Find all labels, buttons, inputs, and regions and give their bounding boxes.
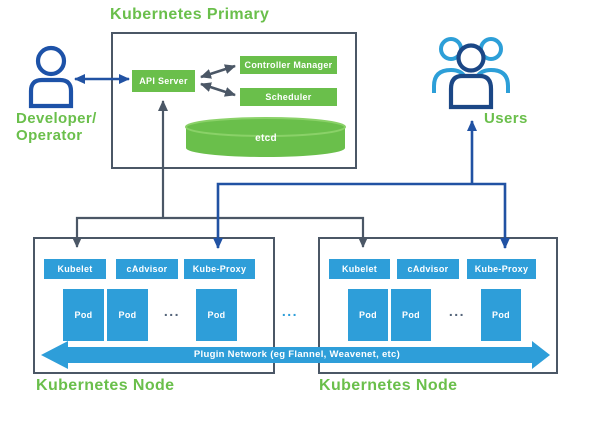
node-frame-left <box>33 237 275 374</box>
node-frame-right <box>318 237 558 374</box>
primary-frame <box>111 32 357 169</box>
